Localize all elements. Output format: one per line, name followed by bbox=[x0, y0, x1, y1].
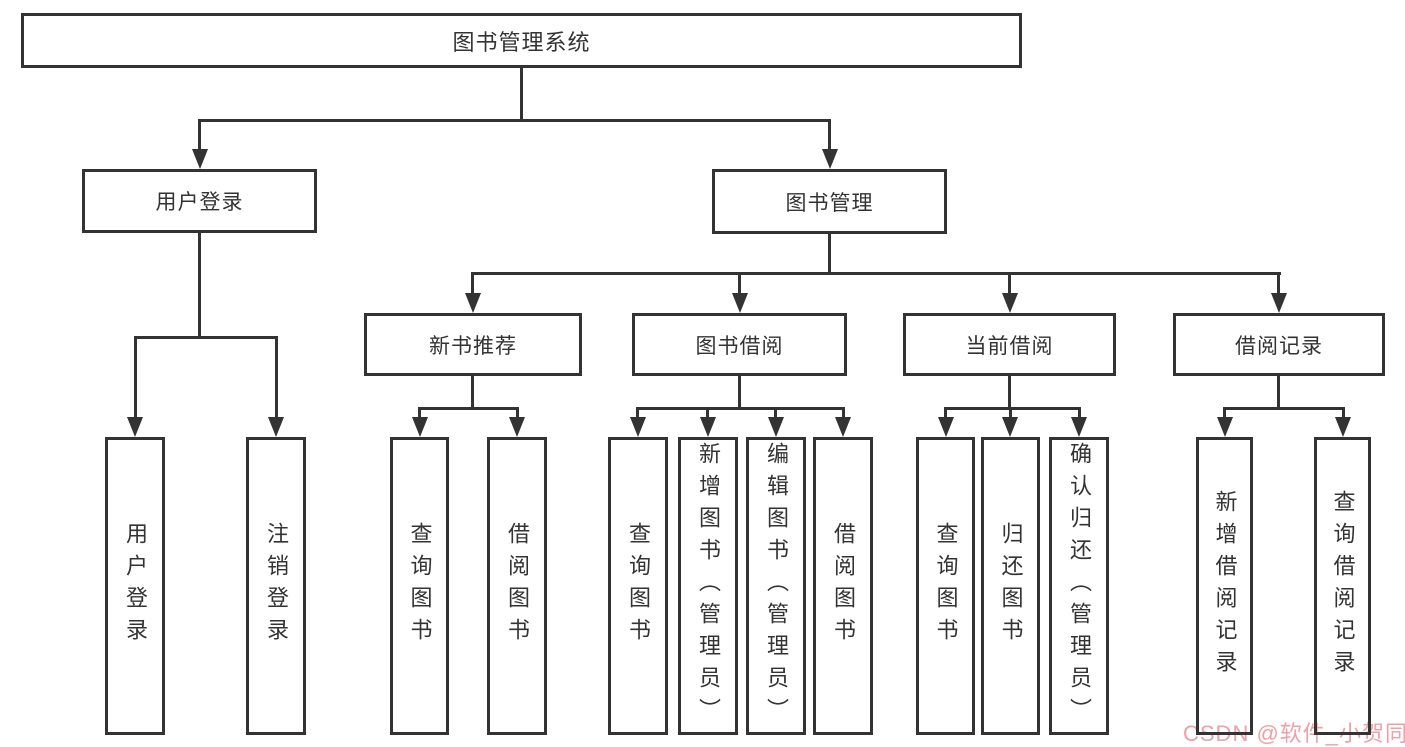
connector-arrowhead bbox=[192, 149, 208, 169]
connector-arrowhead bbox=[127, 417, 143, 437]
connector-arrowhead bbox=[1335, 417, 1351, 437]
node-leaf-records-add-record: 新增借阅记录 bbox=[1196, 437, 1253, 735]
connector-line bbox=[471, 272, 1281, 275]
connector-line bbox=[828, 119, 831, 155]
node-leaf-current-query-books: 查询图书 bbox=[916, 437, 975, 735]
node-leaf-current-confirm-return-admin: 确认归还（管理员） bbox=[1049, 437, 1109, 735]
connector-arrowhead bbox=[768, 417, 784, 437]
connector-arrowhead bbox=[938, 417, 954, 437]
node-library-system: 图书管理系统 bbox=[21, 13, 1022, 68]
connector-arrowhead bbox=[268, 417, 284, 437]
connector-line bbox=[636, 407, 639, 421]
connector-line bbox=[1009, 407, 1012, 421]
node-leaf-recommend-query-books: 查询图书 bbox=[390, 437, 449, 735]
node-leaf-logout: 注销登录 bbox=[246, 437, 306, 735]
connector-line bbox=[516, 407, 519, 421]
connector-line bbox=[842, 407, 845, 421]
node-book-borrow: 图书借阅 bbox=[632, 313, 847, 376]
connector-line bbox=[1078, 407, 1081, 421]
node-new-book-recommend: 新书推荐 bbox=[364, 313, 582, 376]
node-library-system-label: 图书管理系统 bbox=[452, 29, 591, 55]
node-borrow-records: 借阅记录 bbox=[1173, 313, 1385, 376]
connector-line bbox=[944, 407, 1081, 410]
node-borrow-records-label: 借阅记录 bbox=[1235, 334, 1323, 358]
connector-arrowhead bbox=[1002, 417, 1018, 437]
connector-line bbox=[1223, 407, 1345, 410]
connector-line bbox=[520, 68, 523, 122]
connector-line bbox=[774, 407, 777, 421]
connector-line bbox=[198, 119, 201, 155]
node-new-book-recommend-label: 新书推荐 bbox=[429, 334, 517, 358]
connector-line bbox=[1008, 272, 1011, 297]
connector-line bbox=[418, 407, 519, 410]
connector-line bbox=[471, 272, 474, 297]
node-leaf-borrow-add-books-admin: 新增图书（管理员） bbox=[678, 437, 738, 735]
connector-line bbox=[944, 407, 947, 421]
connector-line bbox=[738, 376, 741, 410]
node-user-login: 用户登录 bbox=[82, 169, 317, 233]
connector-line bbox=[1277, 272, 1280, 297]
node-current-borrow-label: 当前借阅 bbox=[965, 334, 1054, 358]
node-user-login-label: 用户登录 bbox=[155, 191, 244, 214]
connector-arrowhead bbox=[509, 417, 525, 437]
node-book-management-label: 图书管理 bbox=[785, 191, 874, 215]
connector-arrowhead bbox=[700, 417, 716, 437]
connector-line bbox=[706, 407, 709, 421]
node-leaf-user-login: 用户登录 bbox=[105, 437, 165, 735]
connector-line bbox=[134, 336, 137, 420]
connector-line bbox=[198, 233, 201, 339]
connector-line bbox=[134, 336, 278, 339]
node-leaf-borrow-query-books: 查询图书 bbox=[608, 437, 668, 735]
node-current-borrow: 当前借阅 bbox=[903, 313, 1116, 376]
connector-line bbox=[275, 336, 278, 420]
connector-arrowhead bbox=[465, 293, 481, 313]
node-leaf-recommend-borrow-books: 借阅图书 bbox=[487, 437, 547, 735]
connector-arrowhead bbox=[630, 417, 646, 437]
connector-line bbox=[828, 234, 831, 275]
connector-arrowhead bbox=[835, 417, 851, 437]
connector-line bbox=[738, 272, 741, 297]
node-leaf-borrow-borrow-books: 借阅图书 bbox=[813, 437, 873, 735]
connector-line bbox=[1223, 407, 1226, 421]
node-leaf-records-query-record: 查询借阅记录 bbox=[1314, 437, 1371, 735]
connector-arrowhead bbox=[822, 149, 838, 169]
connector-arrowhead bbox=[1071, 417, 1087, 437]
node-leaf-borrow-edit-books-admin: 编辑图书（管理员） bbox=[746, 437, 806, 735]
connector-arrowhead bbox=[1271, 293, 1287, 313]
node-book-management: 图书管理 bbox=[712, 169, 947, 234]
node-book-borrow-label: 图书借阅 bbox=[695, 334, 784, 358]
connector-arrowhead bbox=[1002, 293, 1018, 313]
connector-arrowhead bbox=[732, 293, 748, 313]
connector-line bbox=[1008, 376, 1011, 410]
connector-line bbox=[636, 407, 845, 410]
connector-line bbox=[1342, 407, 1345, 421]
connector-line bbox=[418, 407, 421, 421]
connector-arrowhead bbox=[1217, 417, 1233, 437]
connector-line bbox=[1277, 376, 1280, 410]
connector-line bbox=[471, 376, 474, 410]
node-leaf-current-return-books: 归还图书 bbox=[981, 437, 1040, 735]
connector-arrowhead bbox=[412, 417, 428, 437]
connector-line bbox=[198, 119, 831, 122]
